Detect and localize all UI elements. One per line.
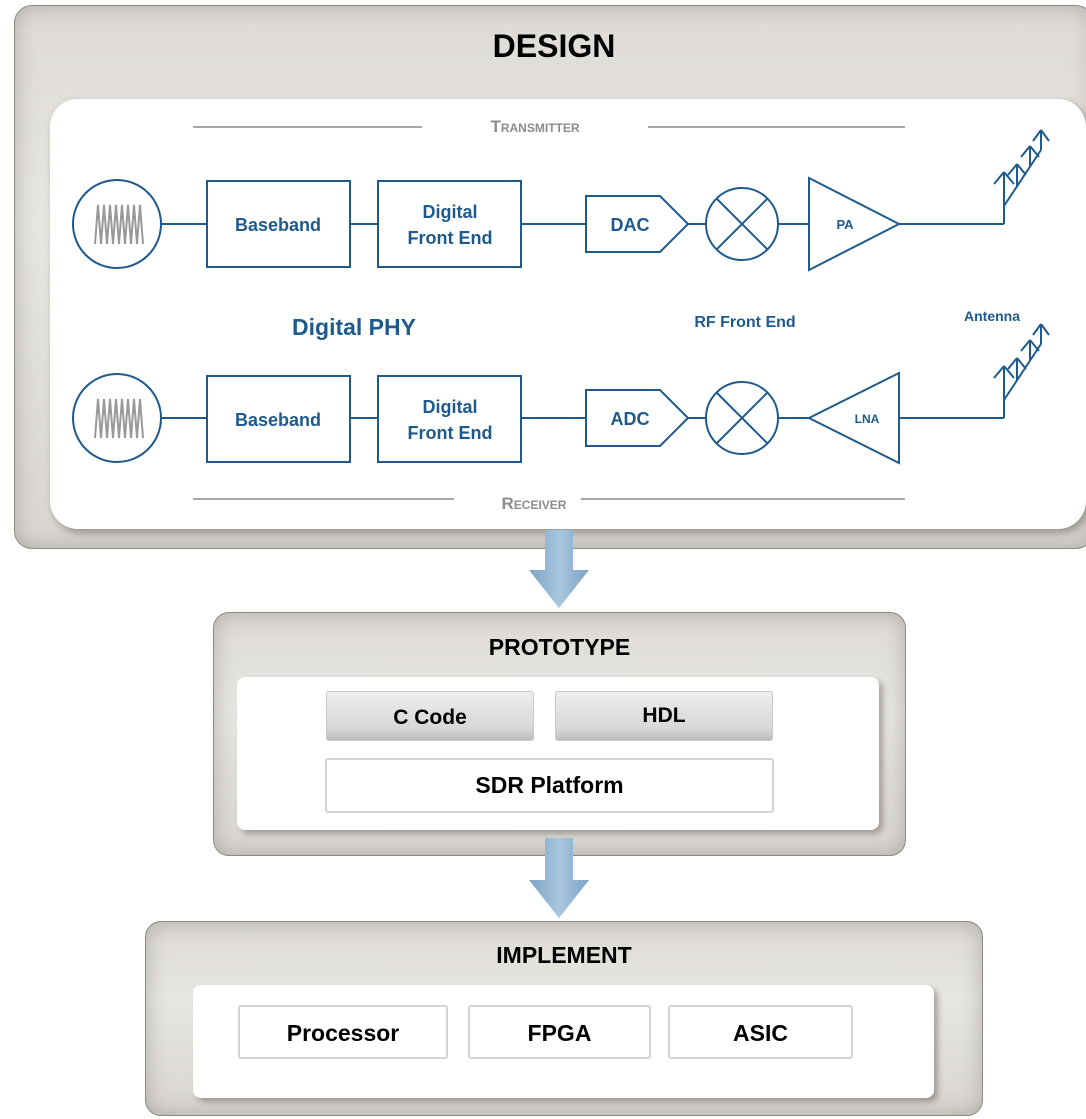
tx-pa-label: PA bbox=[836, 217, 854, 232]
fpga-block: FPGA bbox=[468, 1005, 651, 1059]
rx-dfe-label-line1: Digital bbox=[422, 397, 477, 417]
tx-signal-source-icon bbox=[72, 179, 162, 269]
arrow-down-icon bbox=[529, 530, 589, 608]
sdr-platform-block: SDR Platform bbox=[325, 758, 774, 813]
hdl-block: HDL bbox=[555, 691, 773, 741]
tx-chain: Baseband Digital Front End DAC PA bbox=[72, 129, 1050, 272]
signal-chain-diagram: Transmitter Receiver Baseband Digital Fr… bbox=[72, 117, 1050, 513]
implement-title: IMPLEMENT bbox=[496, 942, 632, 968]
arrow-down-icon-2 bbox=[529, 838, 589, 918]
receiver-label: Receiver bbox=[502, 494, 567, 513]
rx-antenna-icon bbox=[993, 323, 1050, 418]
rx-baseband-label: Baseband bbox=[235, 410, 321, 430]
tx-dfe-label-line1: Digital bbox=[422, 202, 477, 222]
transmitter-label: Transmitter bbox=[490, 117, 579, 136]
tx-mixer-icon bbox=[705, 187, 779, 261]
tx-dfe-block bbox=[377, 180, 522, 268]
tx-antenna-icon bbox=[993, 129, 1050, 224]
rx-mixer-icon bbox=[705, 381, 779, 455]
antenna-label: Antenna bbox=[964, 308, 1020, 324]
rx-dfe-block bbox=[377, 375, 522, 463]
rx-dfe-label-line2: Front End bbox=[408, 423, 493, 443]
tx-baseband-label: Baseband bbox=[235, 215, 321, 235]
tx-pa-block bbox=[808, 176, 902, 272]
tx-dac-label: DAC bbox=[611, 215, 650, 235]
tx-dfe-label-line2: Front End bbox=[408, 228, 493, 248]
tx-dac-block bbox=[585, 195, 690, 253]
rx-adc-label: ADC bbox=[611, 409, 650, 429]
c-code-block: C Code bbox=[326, 691, 534, 741]
rf-front-end-label: RF Front End bbox=[694, 314, 795, 331]
design-title: DESIGN bbox=[492, 28, 616, 64]
rx-lna-label: LNA bbox=[855, 412, 880, 426]
rx-adc-block bbox=[585, 389, 690, 447]
rx-chain: Baseband Digital Front End ADC LNA bbox=[72, 323, 1050, 465]
rx-signal-source-icon bbox=[72, 373, 162, 463]
processor-block: Processor bbox=[238, 1005, 448, 1059]
digital-phy-label: Digital PHY bbox=[292, 314, 416, 340]
asic-block: ASIC bbox=[668, 1005, 853, 1059]
prototype-title: PROTOTYPE bbox=[488, 634, 631, 660]
